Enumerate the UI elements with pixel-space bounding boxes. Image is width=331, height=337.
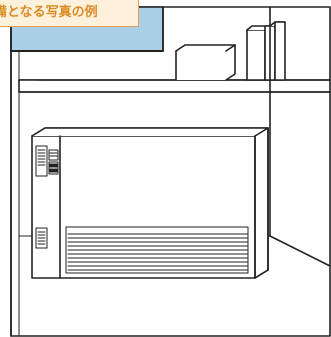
heater-control-panel — [35, 145, 59, 249]
storage-heater — [31, 127, 269, 279]
heater-vent-grille — [65, 226, 249, 274]
shelf-box — [175, 44, 236, 81]
example-caption: 備となる写真の例 — [0, 0, 139, 27]
shelf-books — [246, 21, 286, 81]
